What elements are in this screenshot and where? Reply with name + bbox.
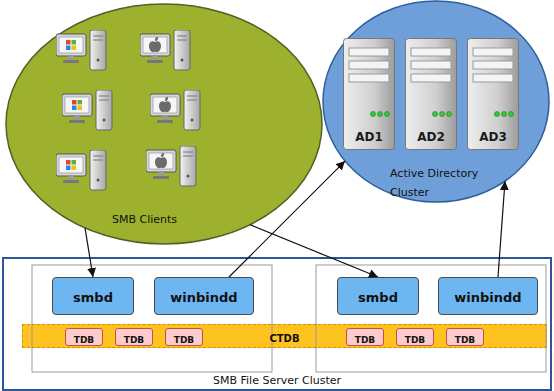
- text-holder: TDB: [74, 328, 94, 347]
- server-tower: [406, 39, 457, 150]
- node-label: smbd: [358, 290, 398, 305]
- node-label: TDB: [355, 335, 375, 345]
- node-label: CTDB: [269, 333, 299, 344]
- server-node-outline: [316, 265, 546, 372]
- arrow-connector: [250, 225, 378, 277]
- text-holder: Active Directory Cluster: [390, 162, 500, 200]
- text-holder: SMB File Server Cluster: [4, 369, 550, 388]
- tdb-box: TDB: [446, 328, 484, 346]
- server-label: AD3: [479, 130, 507, 144]
- node-label: TDB: [124, 335, 144, 345]
- region-outline: [323, 1, 549, 202]
- node-label: TDB: [174, 335, 194, 345]
- cluster-member-outlines: [32, 265, 546, 372]
- text-holder: AD2: [405, 126, 457, 145]
- server-label: AD2: [417, 130, 445, 144]
- text-holder: winbindd: [454, 287, 521, 306]
- arrow-connector: [229, 161, 345, 277]
- process-box: smbd: [52, 277, 134, 315]
- server-towers: [344, 39, 519, 150]
- windows-pc: [56, 30, 106, 70]
- ctdb-band: CTDB TDB TDB TDB TDB TDB TDB: [22, 324, 547, 348]
- node-label: smbd: [73, 290, 113, 305]
- ad-server: AD1: [343, 38, 395, 150]
- region-outline: [6, 4, 322, 244]
- connector-layer: [85, 161, 505, 277]
- text-holder: TDB: [174, 328, 194, 347]
- windows-pc: [56, 150, 106, 190]
- ad-server: AD2: [405, 38, 457, 150]
- node-label: winbindd: [454, 290, 521, 305]
- text-holder: winbindd: [170, 287, 237, 306]
- server-node-outline: [32, 265, 272, 372]
- region-ellipse: [5, 3, 323, 245]
- process-box: smbd: [337, 277, 419, 315]
- tdb-box: TDB: [115, 328, 153, 346]
- region-label: Active Directory Cluster: [390, 167, 478, 199]
- text-holder: TDB: [405, 328, 425, 347]
- text-holder: AD1: [343, 126, 395, 145]
- region-label: SMB Clients: [112, 213, 177, 226]
- text-holder: smbd: [73, 287, 113, 306]
- mac-pc: [140, 30, 190, 70]
- tdb-box: TDB: [346, 328, 384, 346]
- text-holder: TDB: [455, 328, 475, 347]
- tdb-box: TDB: [65, 328, 103, 346]
- client-region: SMB Clients: [5, 3, 323, 245]
- node-label: TDB: [405, 335, 425, 345]
- text-holder: TDB: [355, 328, 375, 347]
- server-label: AD1: [355, 130, 383, 144]
- mac-pc: [146, 146, 196, 186]
- cluster-frame: SMB File Server Cluster smbd winbindd smbd w…: [2, 257, 552, 391]
- server-tower: [468, 39, 519, 150]
- windows-pc: [62, 90, 112, 130]
- process-box: winbindd: [154, 277, 254, 315]
- node-label: TDB: [74, 335, 94, 345]
- ad-server: AD3: [467, 38, 519, 150]
- text-holder: CTDB: [269, 327, 299, 346]
- text-holder: AD3: [467, 126, 519, 145]
- node-label: winbindd: [170, 290, 237, 305]
- arrow-connector: [85, 228, 93, 277]
- tdb-box: TDB: [165, 328, 203, 346]
- process-box: winbindd: [438, 277, 538, 315]
- text-holder: smbd: [358, 287, 398, 306]
- server-cluster-region: Active Directory Cluster AD1 AD2 AD3: [322, 0, 550, 203]
- mac-pc: [150, 90, 200, 130]
- node-label: SMB File Server Cluster: [213, 374, 341, 387]
- client-computers: [56, 30, 200, 190]
- tdb-box: TDB: [396, 328, 434, 346]
- arrow-connector: [498, 181, 505, 277]
- server-tower: [344, 39, 395, 150]
- text-holder: TDB: [124, 328, 144, 347]
- node-label: TDB: [455, 335, 475, 345]
- text-holder: SMB Clients: [112, 208, 212, 227]
